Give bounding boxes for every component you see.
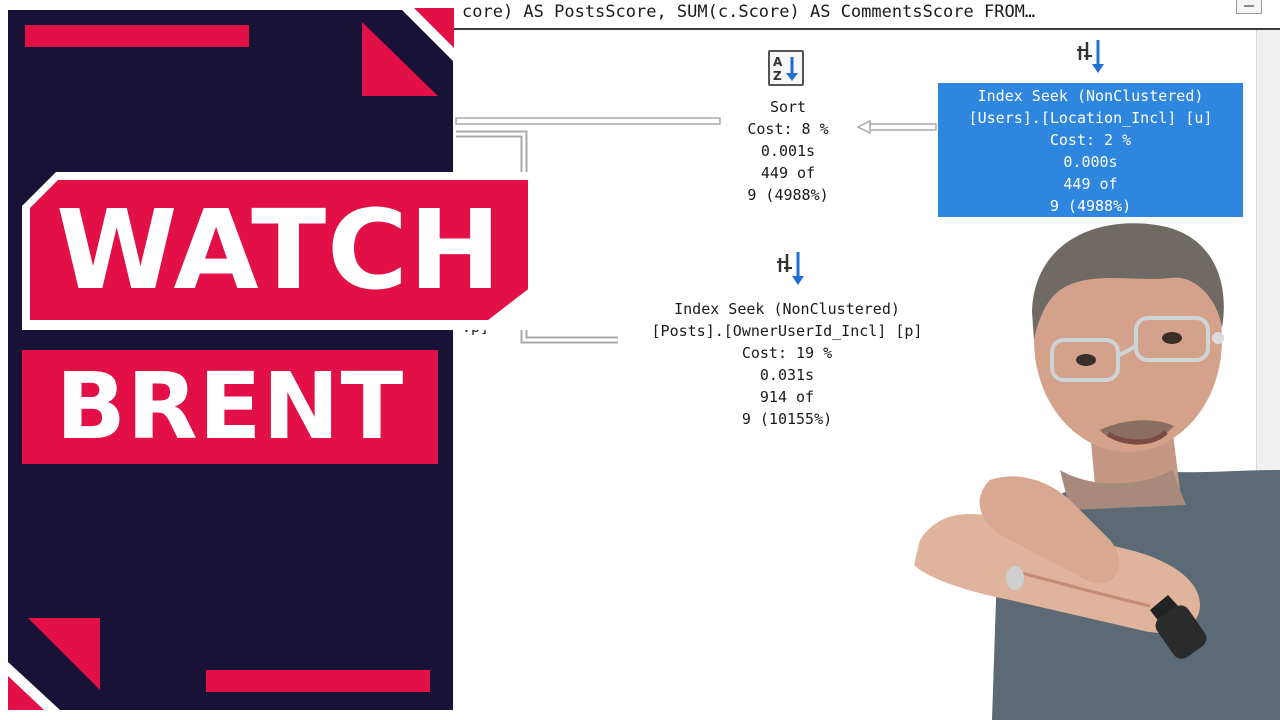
sort-rows-actual: 449 of	[760, 164, 816, 182]
seek-users-cost: Cost: 2 %	[1049, 131, 1132, 149]
seek-posts-rows-estimated: 9 (10155%)	[741, 410, 833, 428]
accent-bar-top	[25, 25, 249, 47]
selected-highlight	[938, 83, 1243, 217]
query-divider	[452, 28, 1280, 30]
collapse-button[interactable]	[1236, 0, 1262, 14]
brent-banner	[22, 350, 438, 464]
sort-to-parent-arrow	[455, 117, 721, 125]
brand-title-line2: BRENT	[55, 353, 405, 460]
seek-users-time: 0.000s	[1063, 153, 1118, 171]
seek-posts-operator-name: Index Seek (NonClustered)	[674, 300, 900, 318]
accent-bar-bottom	[206, 670, 430, 692]
index-seek-icon[interactable]	[776, 250, 808, 292]
seek-posts-cost: Cost: 19 %	[741, 344, 833, 362]
seek-users-object: [Users].[Location_Incl] [u]	[968, 109, 1213, 127]
sort-cost: Cost: 8 %	[747, 120, 829, 138]
sort-az-icon[interactable]: A Z	[768, 50, 804, 86]
presenter-photo	[914, 223, 1280, 720]
sort-time: 0.001s	[760, 142, 816, 160]
sort-operator[interactable]: Sort Cost: 8 % 0.001s 449 of 9 (4988%)	[700, 96, 876, 206]
seek-posts-object: [Posts].[OwnerUserId_Incl] [p]	[651, 322, 923, 340]
seek-users-rows-estimated: 9 (4988%)	[1049, 197, 1132, 215]
seek-users-rows-actual: 449 of	[1063, 175, 1118, 193]
index-seek-users-operator[interactable]: Index Seek (NonClustered) [Users].[Locat…	[938, 85, 1243, 217]
brand-title-line1: WATCH	[56, 186, 502, 314]
index-seek-icon[interactable]	[1076, 38, 1108, 80]
watch-banner	[30, 180, 528, 320]
sort-operator-name: Sort	[769, 98, 807, 116]
sort-rows-estimated: 9 (4988%)	[747, 186, 829, 204]
svg-text:Z: Z	[773, 69, 782, 83]
seek-users-operator-name: Index Seek (NonClustered)	[977, 87, 1204, 105]
svg-text:A: A	[773, 55, 783, 69]
seek-posts-time: 0.031s	[759, 366, 815, 384]
index-seek-posts-operator[interactable]: Index Seek (NonClustered) [Posts].[Owner…	[620, 298, 954, 430]
seek-posts-rows-actual: 914 of	[759, 388, 815, 406]
query-text: core) AS PostsScore, SUM(c.Score) AS Com…	[462, 2, 1036, 22]
seek-users-to-sort-arrow	[856, 119, 937, 135]
